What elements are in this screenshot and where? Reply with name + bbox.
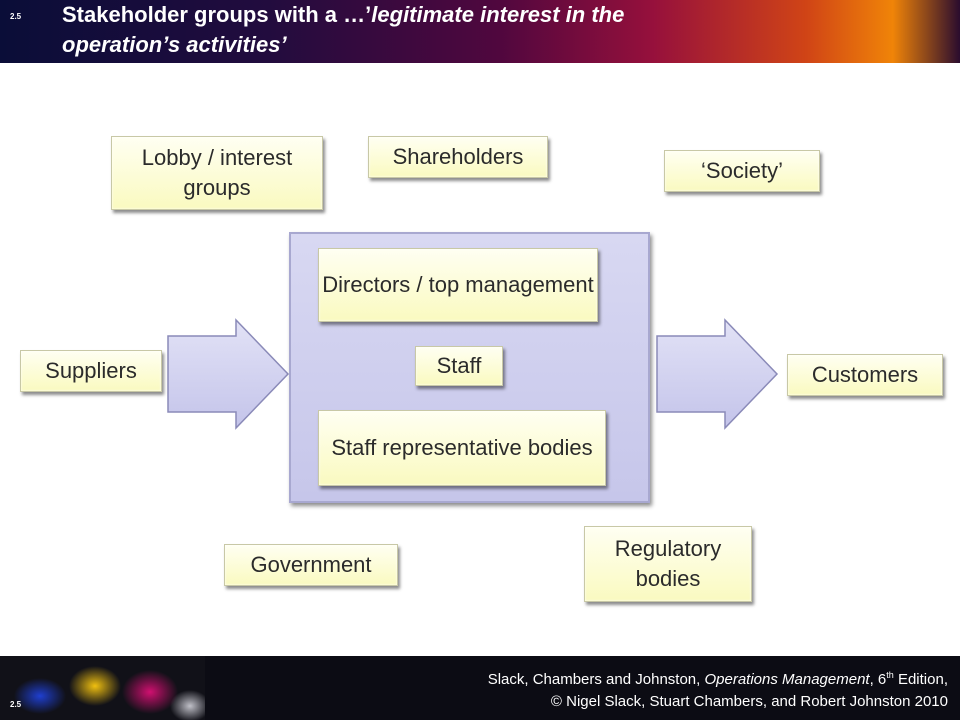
output-arrow	[656, 318, 779, 430]
footer-bar: 2.5 Slack, Chambers and Johnston, Operat…	[0, 656, 960, 720]
suppliers-box: Suppliers	[20, 350, 162, 392]
title-part-1: Stakeholder groups with a …’	[62, 2, 372, 27]
citation-edition-b: Edition,	[893, 671, 948, 688]
slide-number: 2.5	[10, 12, 22, 21]
lobby-groups-box: Lobby / interest groups	[111, 136, 323, 210]
citation-authors: Slack, Chambers and Johnston,	[487, 671, 705, 688]
title-part-3: operation’s activities’	[62, 32, 287, 57]
citation-edition-sup: th	[886, 670, 894, 680]
regulatory-bodies-box: Regulatory bodies	[584, 526, 752, 602]
society-box: ‘Society’	[664, 150, 820, 192]
citation-book: Operations Management	[704, 671, 870, 688]
footer-slide-number: 2.5	[10, 700, 22, 709]
staff-representative-box: Staff representative bodies	[318, 410, 606, 486]
government-box: Government	[224, 544, 398, 586]
slide-title: Stakeholder groups with a …’legitimate i…	[62, 0, 922, 60]
citation-edition-a: , 6	[869, 671, 887, 688]
footer-citation: Slack, Chambers and Johnston, Operations…	[488, 664, 948, 713]
citation-copyright: © Nigel Slack, Stuart Chambers, and Robe…	[550, 693, 948, 710]
staff-box: Staff	[415, 346, 503, 386]
header-bar: 2.5 Stakeholder groups with a …’legitima…	[0, 0, 960, 63]
title-part-2: legitimate interest in the	[371, 2, 625, 27]
input-arrow	[167, 318, 290, 430]
shareholders-box: Shareholders	[368, 136, 548, 178]
customers-box: Customers	[787, 354, 943, 396]
paint-cans-image	[0, 656, 205, 720]
directors-box: Directors / top management	[318, 248, 598, 322]
